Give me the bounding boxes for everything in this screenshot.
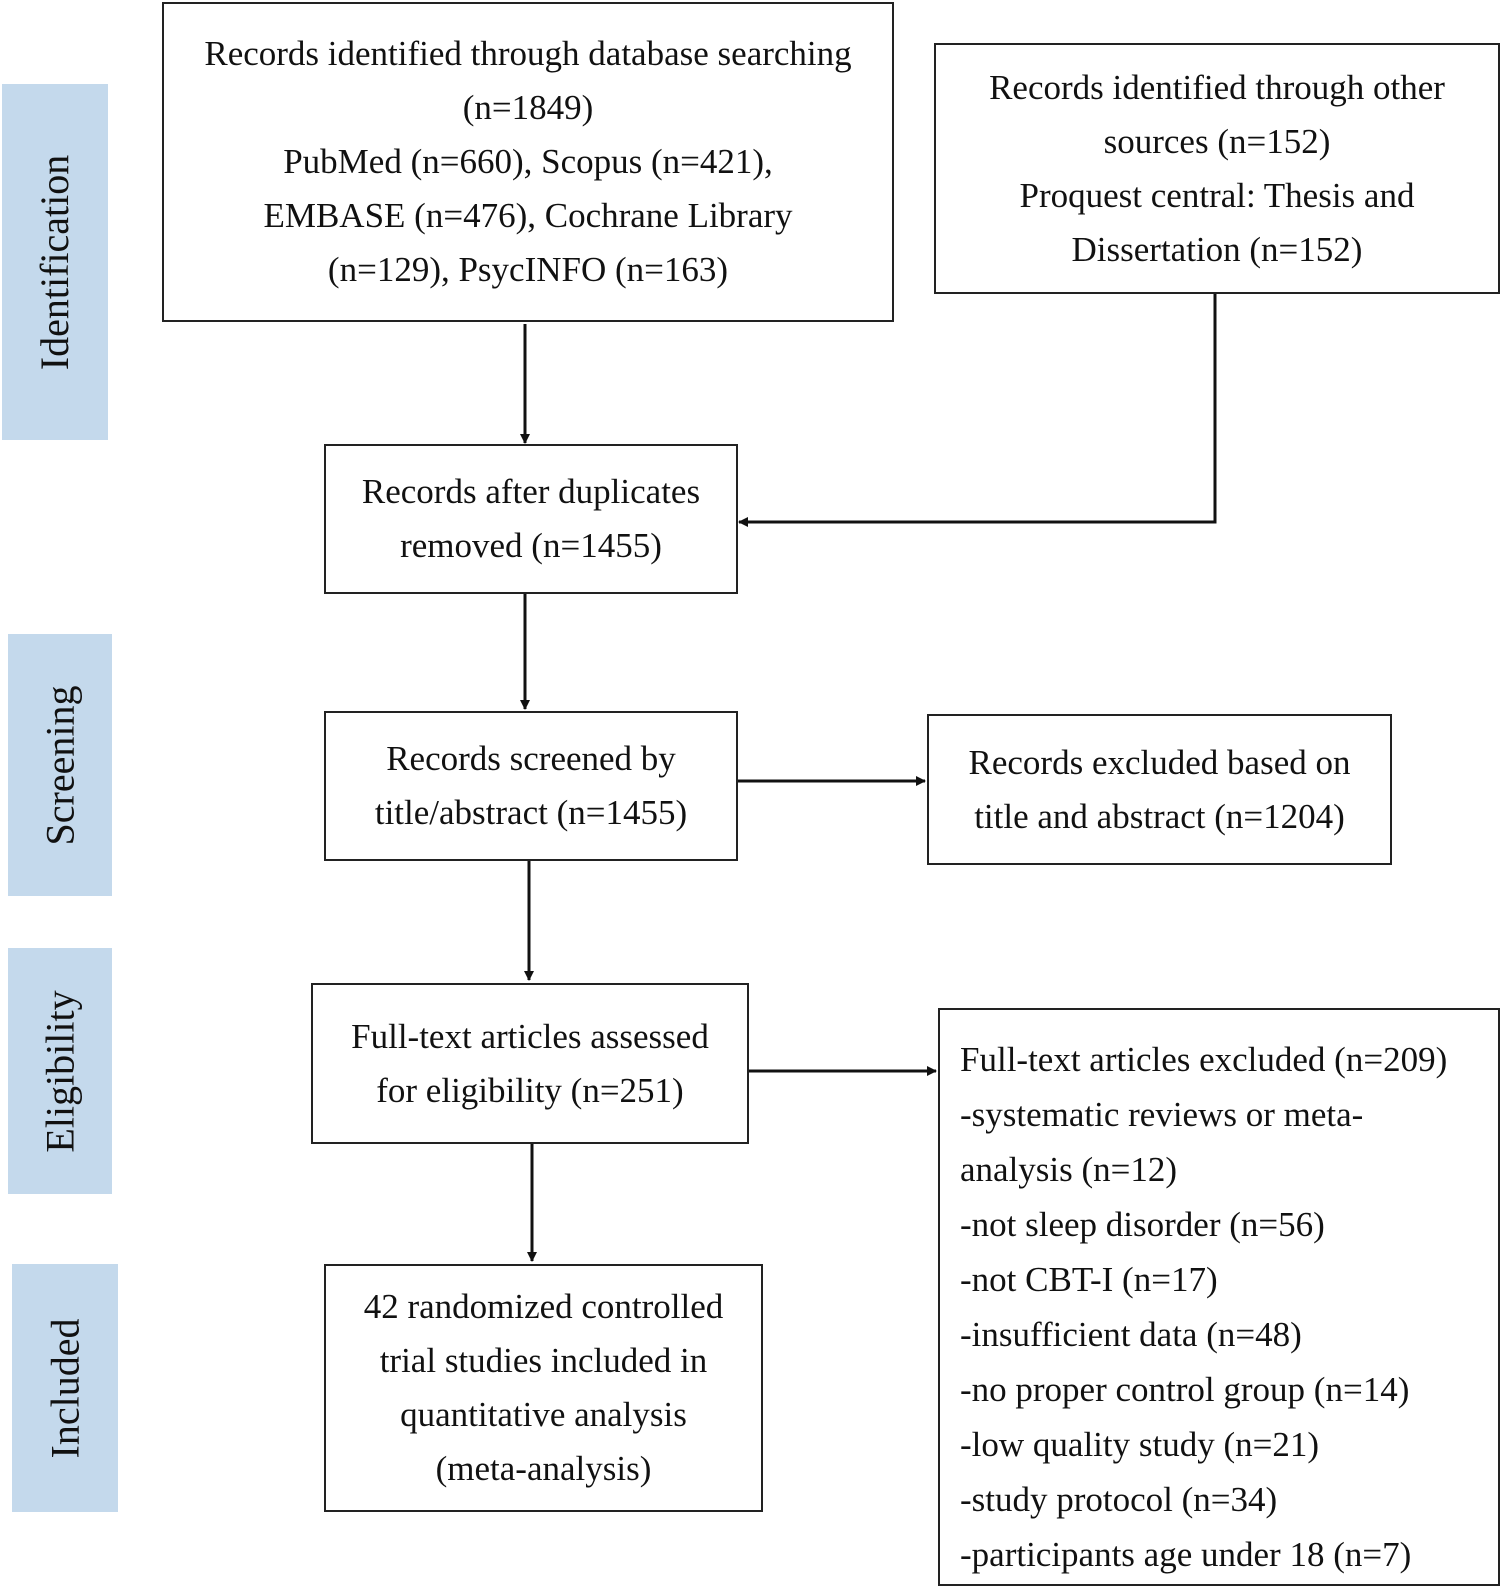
- box-other-sources: Records identified through other sources…: [934, 43, 1500, 294]
- fulltext-excluded-line: -study protocol (n=34): [960, 1480, 1278, 1519]
- excluded-title-line: title and abstract (n=1204): [974, 796, 1345, 836]
- duplicates-removed-line: Records after duplicates: [361, 472, 701, 511]
- database-search-line: Records identified through database sear…: [204, 34, 852, 73]
- fulltext-excluded-line: -not sleep disorder (n=56): [960, 1205, 1325, 1244]
- included-studies-line: quantitative analysis: [400, 1395, 687, 1434]
- stage-band-identification: Identification: [2, 84, 108, 440]
- stage-band-eligibility: Eligibility: [8, 948, 112, 1194]
- fulltext-excluded-line: -no proper control group (n=14): [960, 1370, 1410, 1409]
- database-search-line: (n=129), PsycINFO (n=163): [327, 250, 729, 289]
- excluded-title-line: Records excluded based on: [968, 742, 1351, 782]
- box-duplicates-removed: Records after duplicates removed (n=1455…: [324, 444, 738, 594]
- fulltext-assessed-line: for eligibility (n=251): [376, 1070, 684, 1110]
- fulltext-excluded-line: Full-text articles excluded (n=209): [960, 1040, 1448, 1079]
- fulltext-excluded-line: analysis (n=12): [960, 1150, 1178, 1189]
- other-sources-line: sources (n=152): [1103, 121, 1331, 161]
- database-search-line: (n=1849): [462, 88, 594, 127]
- stage-band-included: Included: [12, 1264, 118, 1512]
- fulltext-excluded-line: -low quality study (n=21): [960, 1425, 1320, 1464]
- database-search-line: PubMed (n=660), Scopus (n=421),: [283, 142, 773, 181]
- screened-line: title/abstract (n=1455): [374, 793, 688, 832]
- screened-line: Records screened by: [386, 739, 676, 778]
- database-search-line: EMBASE (n=476), Cochrane Library: [263, 196, 793, 235]
- included-studies-line: trial studies included in: [379, 1341, 708, 1380]
- stage-band-screening: Screening: [8, 634, 112, 896]
- included-studies-line: 42 randomized controlled: [363, 1287, 724, 1326]
- other-sources-line: Records identified through other: [989, 67, 1445, 107]
- fulltext-excluded-line: -systematic reviews or meta-: [960, 1095, 1364, 1134]
- other-sources-line: Dissertation (n=152): [1071, 229, 1363, 269]
- box-fulltext-excluded: Full-text articles excluded (n=209) -sys…: [938, 1008, 1500, 1586]
- box-database-search: Records identified through database sear…: [162, 2, 894, 322]
- other-sources-line: Proquest central: Thesis and: [1019, 175, 1415, 215]
- fulltext-excluded-line: -insufficient data (n=48): [960, 1315, 1302, 1354]
- fulltext-excluded-line: -not CBT-I (n=17): [960, 1260, 1218, 1299]
- box-included-studies: 42 randomized controlled trial studies i…: [324, 1264, 763, 1512]
- box-screened: Records screened by title/abstract (n=14…: [324, 711, 738, 861]
- fulltext-assessed-line: Full-text articles assessed: [351, 1016, 709, 1056]
- box-fulltext-assessed: Full-text articles assessed for eligibil…: [311, 983, 749, 1144]
- arrow-other-to-duplicates: [738, 293, 1217, 527]
- fulltext-excluded-line: -participants age under 18 (n=7): [960, 1535, 1412, 1574]
- included-studies-line: (meta-analysis): [435, 1449, 652, 1488]
- box-excluded-title-abstract: Records excluded based on title and abst…: [927, 714, 1392, 865]
- duplicates-removed-line: removed (n=1455): [400, 526, 662, 565]
